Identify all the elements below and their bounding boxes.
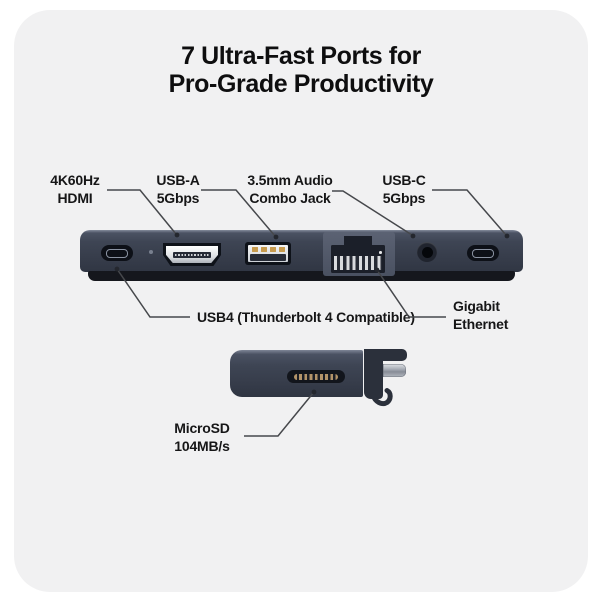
label-usb4: USB4 (Thunderbolt 4 Compatible) bbox=[197, 309, 415, 327]
label-usb-c-line2: 5Gbps bbox=[382, 189, 426, 206]
ethernet-clip-notch bbox=[344, 236, 372, 247]
usb-a-port-cavity bbox=[250, 254, 286, 261]
label-ethernet-line2: Ethernet bbox=[453, 315, 509, 332]
usb-a-pin bbox=[270, 247, 276, 252]
title-line-1: 7 Ultra-Fast Ports for bbox=[181, 42, 421, 70]
label-microsd-line2: 104MB/s bbox=[174, 437, 230, 454]
label-microsd-line1: MicroSD bbox=[174, 420, 230, 436]
label-microsd: MicroSD 104MB/s bbox=[156, 420, 248, 455]
usb-c-port-icon bbox=[467, 245, 499, 261]
label-ethernet-line1: Gigabit bbox=[453, 298, 500, 314]
title-line-2: Pro-Grade Productivity bbox=[168, 70, 434, 98]
usb-c-plug-icon bbox=[383, 364, 406, 377]
usb-a-pin bbox=[252, 247, 258, 252]
usb-a-pin bbox=[261, 247, 267, 252]
page-title: 7 Ultra-Fast Ports for Pro-Grade Product… bbox=[0, 42, 602, 98]
usb-a-pin bbox=[279, 247, 285, 252]
label-hdmi: 4K60Hz HDMI bbox=[30, 172, 120, 207]
label-hdmi-line1: 4K60Hz bbox=[50, 172, 100, 188]
ethernet-highlight-dot bbox=[379, 251, 382, 254]
label-audio: 3.5mm Audio Combo Jack bbox=[244, 172, 336, 207]
label-audio-line2: Combo Jack bbox=[249, 189, 331, 206]
rounded-card-background bbox=[14, 10, 588, 592]
microsd-slot-pins bbox=[294, 373, 338, 380]
usb4-port-icon bbox=[101, 245, 133, 261]
hdmi-port-pins bbox=[175, 254, 209, 256]
label-usb-c-line1: USB-C bbox=[382, 172, 426, 188]
label-usb-c: USB-C 5Gbps bbox=[359, 172, 449, 207]
usb-c-port-tongue bbox=[472, 248, 494, 258]
hub-base-strip bbox=[88, 271, 515, 281]
audio-jack-hole bbox=[421, 246, 433, 258]
label-usb-a-line1: USB-A bbox=[156, 172, 200, 188]
connector-bar bbox=[364, 349, 383, 399]
label-audio-line1: 3.5mm Audio bbox=[247, 172, 333, 188]
label-usb4-text: USB4 (Thunderbolt 4 Compatible) bbox=[197, 309, 415, 325]
label-hdmi-line2: HDMI bbox=[57, 189, 93, 206]
usb4-port-tongue bbox=[106, 248, 128, 258]
label-usb-a-line2: 5Gbps bbox=[156, 189, 200, 206]
hub-back-view bbox=[80, 230, 523, 272]
label-usb-a: USB-A 5Gbps bbox=[133, 172, 223, 207]
status-led-icon bbox=[149, 250, 153, 254]
ethernet-port-pins bbox=[334, 256, 382, 270]
label-ethernet: Gigabit Ethernet bbox=[453, 298, 508, 333]
